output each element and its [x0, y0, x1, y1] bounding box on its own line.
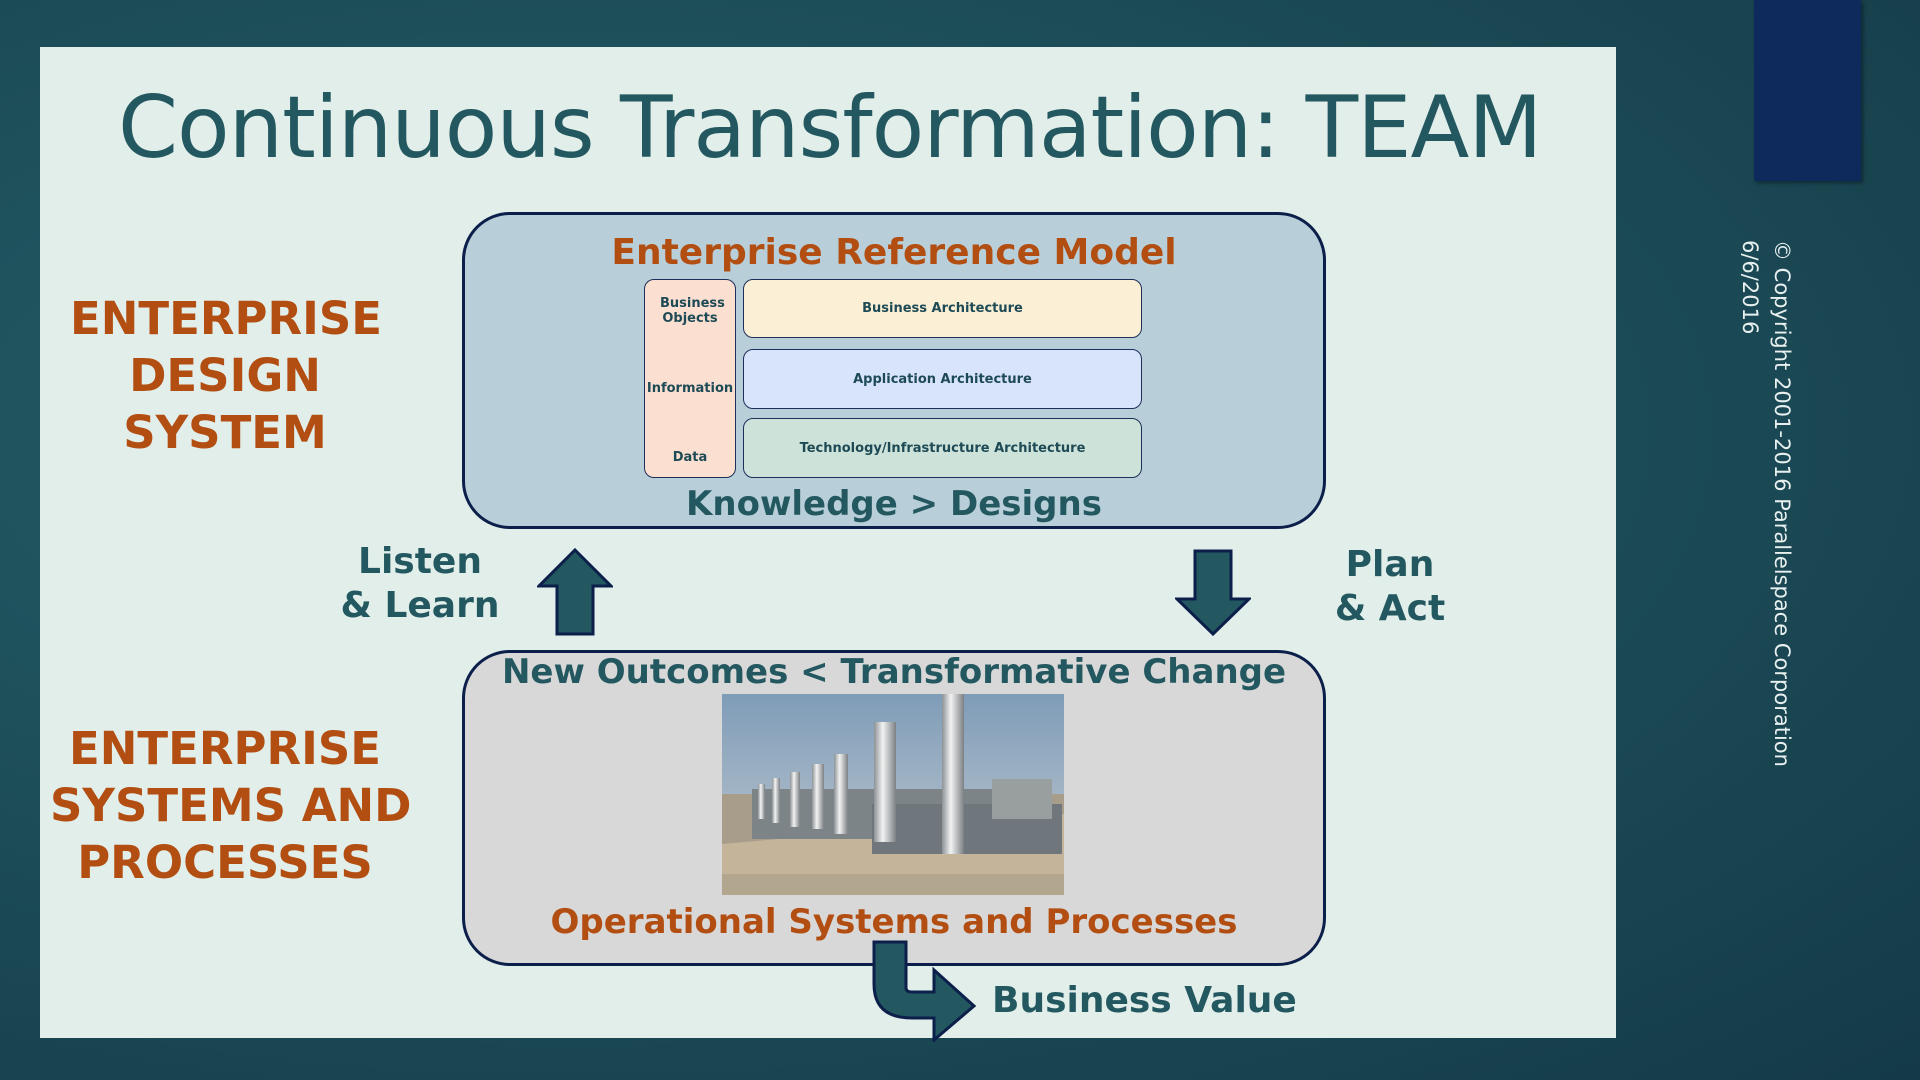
business-objects-label: Business Objects [660, 296, 725, 326]
bent-arrow-icon [872, 940, 977, 1042]
label-line: Listen [358, 541, 482, 582]
industrial-plant-photo [722, 694, 1064, 895]
label-line: SYSTEM [123, 406, 327, 459]
up-arrow-icon [537, 548, 613, 636]
copyright-footer: © Copyright 2001-2016 Parallelspace Corp… [1734, 240, 1798, 767]
operational-systems-label: Operational Systems and Processes [550, 902, 1238, 942]
plan-act-label: Plan & Act [1290, 543, 1490, 631]
application-architecture-layer: Application Architecture [743, 349, 1142, 409]
label-line: ENTERPRISE [68, 722, 381, 775]
label-line: PROCESSES [77, 836, 373, 889]
label-line: & Learn [340, 585, 500, 626]
erm-left-column: Business Objects Information Data [644, 279, 736, 478]
information-label: Information [646, 380, 734, 396]
decorative-navy-block [1754, 0, 1861, 181]
business-value-label: Business Value [992, 980, 1297, 1021]
new-outcomes-heading: New Outcomes < Transformative Change [501, 652, 1287, 692]
technology-architecture-layer: Technology/Infrastructure Architecture [743, 418, 1142, 478]
enterprise-design-system-label: ENTERPRISE DESIGN SYSTEM [70, 290, 383, 461]
slide-title: Continuous Transformation: TEAM [118, 78, 1542, 178]
label-line: SYSTEMS AND [50, 779, 412, 832]
label-line: Plan [1345, 544, 1435, 585]
label-line: ENTERPRISE [70, 292, 383, 345]
erm-heading: Enterprise Reference Model [611, 232, 1177, 273]
date-text: 6/6/2016 [1738, 240, 1762, 335]
label-line: & Act [1334, 588, 1446, 629]
knowledge-designs-label: Knowledge > Designs [686, 484, 1102, 524]
down-arrow-icon [1175, 549, 1251, 636]
data-label: Data [672, 450, 708, 465]
business-architecture-layer: Business Architecture [743, 279, 1142, 338]
listen-learn-label: Listen & Learn [320, 540, 520, 628]
label-line: DESIGN [129, 349, 321, 402]
enterprise-systems-label: ENTERPRISE SYSTEMS AND PROCESSES [50, 720, 412, 891]
copyright-text: © Copyright 2001-2016 Parallelspace Corp… [1770, 240, 1794, 767]
